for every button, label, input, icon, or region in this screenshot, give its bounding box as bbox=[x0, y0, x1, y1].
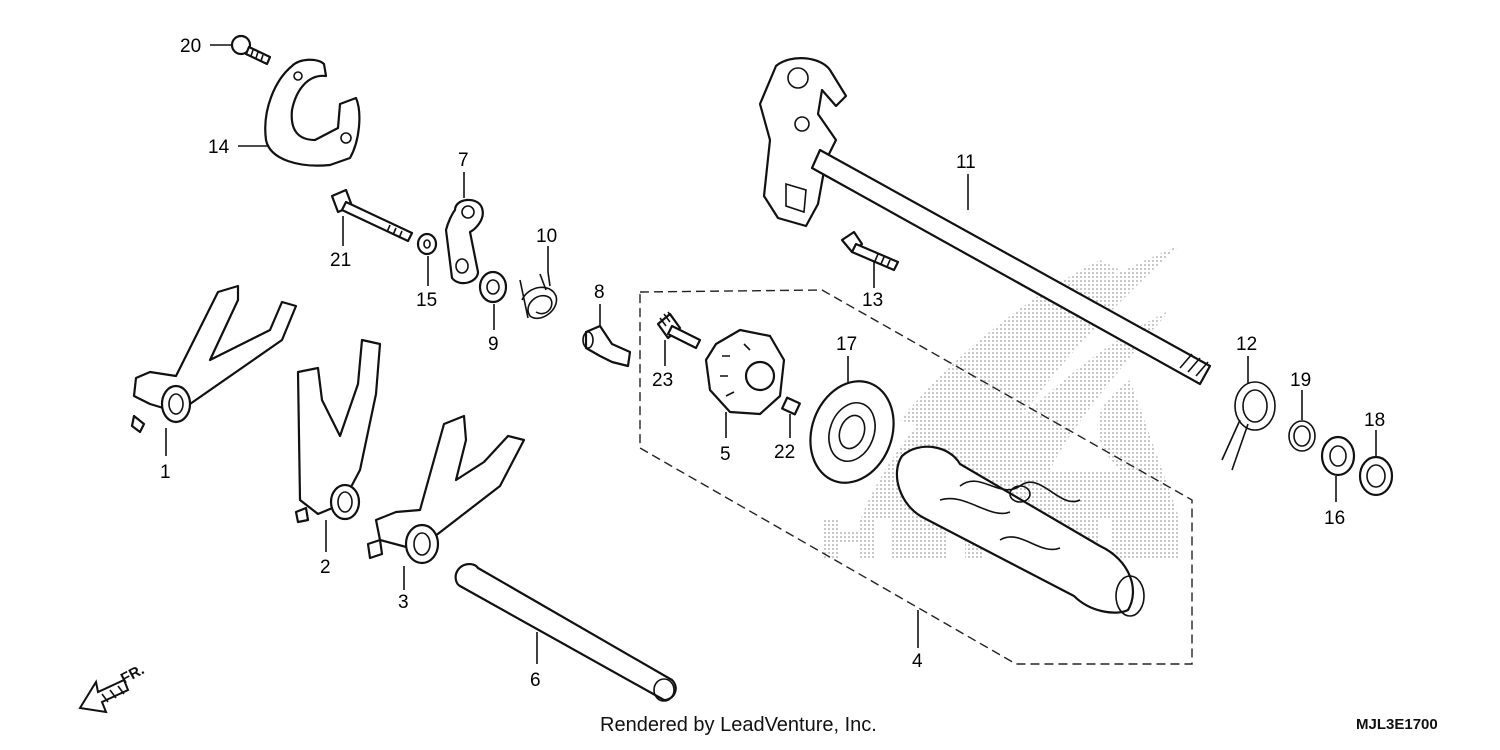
shift-drum-center-5 bbox=[704, 328, 786, 416]
shift-fork-2 bbox=[294, 338, 382, 524]
washer-15 bbox=[416, 232, 438, 256]
bracket-14 bbox=[264, 58, 361, 167]
bearing-17 bbox=[809, 380, 895, 484]
part-label-8: 8 bbox=[594, 282, 605, 303]
part-label-2: 2 bbox=[320, 557, 331, 578]
part-label-15: 15 bbox=[416, 290, 437, 311]
part-label-5: 5 bbox=[720, 444, 731, 465]
assembly-outline-4 bbox=[639, 289, 1193, 665]
footer-credit: Rendered by LeadVenture, Inc. bbox=[600, 714, 877, 736]
return-spring-12 bbox=[1221, 381, 1276, 471]
part-label-9: 9 bbox=[488, 334, 499, 355]
part-label-14: 14 bbox=[208, 137, 230, 158]
bolt-23 bbox=[656, 311, 702, 350]
spring-10 bbox=[519, 271, 558, 320]
part-label-20: 20 bbox=[180, 36, 201, 57]
shift-fork-1 bbox=[130, 284, 298, 434]
part-label-12: 12 bbox=[1236, 334, 1257, 355]
fork-shaft-6 bbox=[454, 562, 677, 702]
part-label-1: 1 bbox=[160, 462, 171, 483]
bolt-13 bbox=[840, 230, 900, 272]
part-label-17: 17 bbox=[836, 334, 857, 355]
part-label-7: 7 bbox=[458, 150, 469, 171]
bolt-20 bbox=[230, 34, 272, 66]
part-label-6: 6 bbox=[530, 670, 541, 691]
bolt-21 bbox=[330, 188, 414, 243]
part-label-16: 16 bbox=[1324, 508, 1345, 529]
part-label-10: 10 bbox=[536, 226, 557, 247]
dowel-pin-22 bbox=[781, 396, 801, 416]
part-label-23: 23 bbox=[652, 370, 673, 391]
part-label-22: 22 bbox=[774, 442, 795, 463]
part-label-21: 21 bbox=[330, 250, 351, 271]
diagram-code: MJL3E1700 bbox=[1356, 716, 1438, 733]
part-number-labels: 1 2 3 4 5 6 7 8 9 10 11 12 13 14 15 16 1… bbox=[160, 36, 1385, 691]
oil-seal-18 bbox=[1358, 455, 1394, 497]
shift-fork-3 bbox=[366, 414, 526, 565]
part-label-19: 19 bbox=[1290, 370, 1311, 391]
gearshift-spindle-11 bbox=[758, 57, 1212, 386]
part-label-18: 18 bbox=[1364, 410, 1385, 431]
circlip-19 bbox=[1288, 420, 1316, 452]
stopper-arm-7 bbox=[444, 198, 484, 285]
part-label-11: 11 bbox=[956, 152, 976, 173]
collar-9 bbox=[478, 270, 508, 304]
part-label-13: 13 bbox=[862, 290, 883, 311]
shift-drum-4 bbox=[895, 445, 1145, 617]
washer-16 bbox=[1320, 435, 1356, 477]
pin-8 bbox=[582, 324, 632, 368]
part-label-4: 4 bbox=[912, 651, 923, 672]
front-direction-indicator: FR. bbox=[78, 661, 147, 714]
part-label-3: 3 bbox=[398, 592, 409, 613]
leader-lines bbox=[165, 44, 1377, 664]
